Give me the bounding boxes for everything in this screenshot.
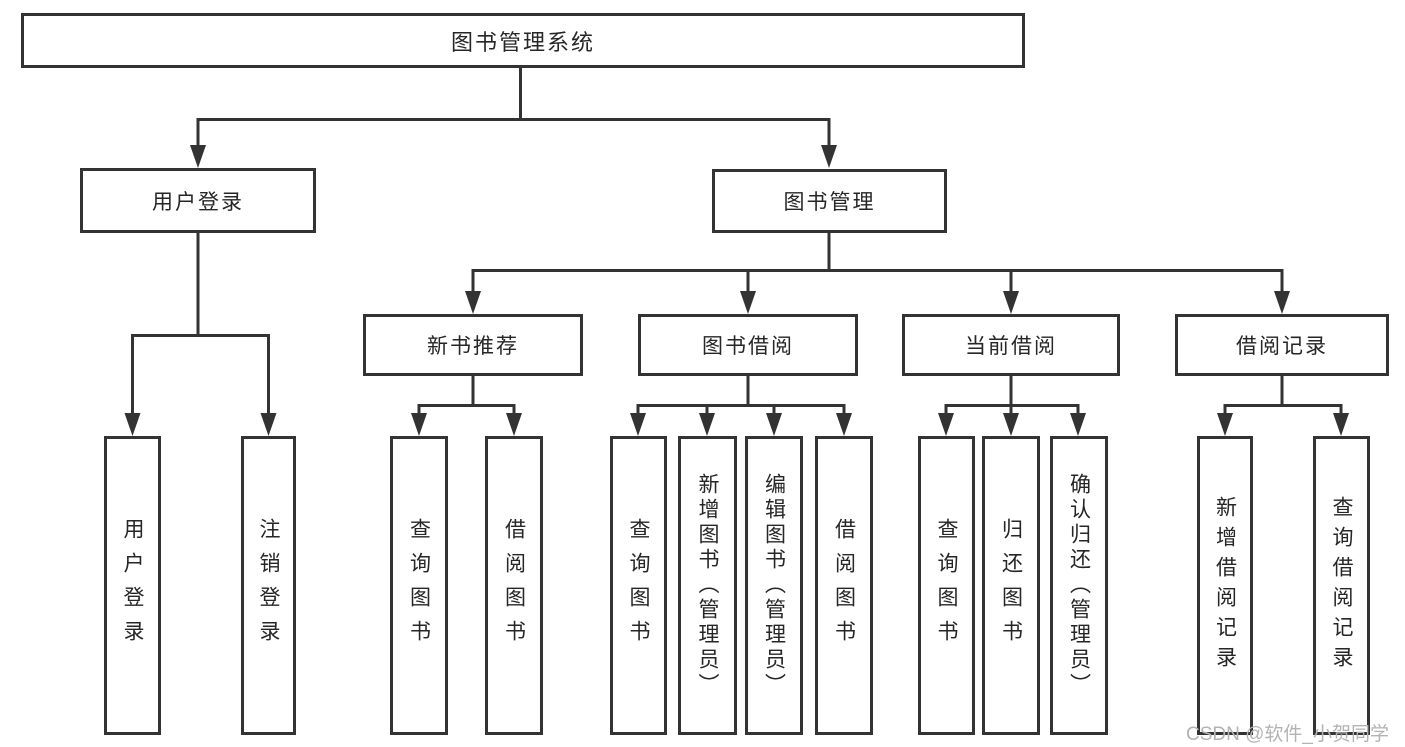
node-label: 注销登录: [257, 517, 280, 654]
node-label: 新增借阅记录: [1213, 495, 1237, 676]
leaf-confirm-return-admin: 确认归还（管理员）: [1050, 436, 1108, 735]
node-label: 新书推荐: [427, 335, 519, 358]
leaf-logout: 注销登录: [241, 436, 296, 735]
node-system-root: 图书管理系统: [21, 13, 1025, 68]
node-label: 新增图书（管理员）: [696, 473, 719, 698]
leaf-return-book: 归还图书: [982, 436, 1040, 735]
watermark-text: CSDN @软件_小贺同学: [1186, 724, 1389, 745]
node-label: 查询借阅记录: [1330, 495, 1353, 676]
node-new-book-recommend: 新书推荐: [363, 314, 583, 376]
node-borrow-records: 借阅记录: [1175, 314, 1389, 376]
node-book-borrow: 图书借阅: [638, 314, 858, 376]
node-label: 当前借阅: [965, 335, 1057, 358]
arrowheads: [124, 145, 1349, 436]
leaf-query-book-current: 查询图书: [918, 436, 975, 735]
node-label: 用户登录: [121, 517, 144, 654]
leaf-query-book-borrow: 查询图书: [610, 436, 667, 735]
leaf-query-book-recommend: 查询图书: [390, 436, 448, 735]
leaf-add-book-admin: 新增图书（管理员）: [678, 436, 737, 735]
node-label: 图书借阅: [702, 335, 794, 358]
node-current-borrow: 当前借阅: [902, 314, 1120, 376]
node-label: 图书管理系统: [450, 29, 595, 55]
leaf-borrow-book: 借阅图书: [815, 436, 873, 735]
leaf-query-borrow-record: 查询借阅记录: [1313, 436, 1370, 735]
node-label: 用户登录: [152, 190, 244, 214]
node-label: 借阅记录: [1236, 335, 1328, 358]
leaf-add-borrow-record: 新增借阅记录: [1197, 436, 1253, 735]
node-label: 查询图书: [627, 517, 650, 654]
node-label: 查询图书: [407, 517, 431, 654]
node-label: 编辑图书（管理员）: [762, 473, 786, 698]
node-label: 借阅图书: [502, 517, 526, 654]
leaf-borrow-book-recommend: 借阅图书: [485, 436, 543, 735]
node-label: 确认归还（管理员）: [1067, 473, 1091, 698]
leaf-edit-book-admin: 编辑图书（管理员）: [745, 436, 803, 735]
node-user-login: 用户登录: [80, 168, 316, 233]
node-label: 归还图书: [999, 517, 1023, 654]
node-book-management: 图书管理: [712, 169, 947, 233]
node-label: 图书管理: [783, 191, 876, 214]
leaf-user-login: 用户登录: [104, 436, 161, 735]
node-label: 借阅图书: [832, 517, 856, 654]
node-label: 查询图书: [935, 517, 958, 654]
